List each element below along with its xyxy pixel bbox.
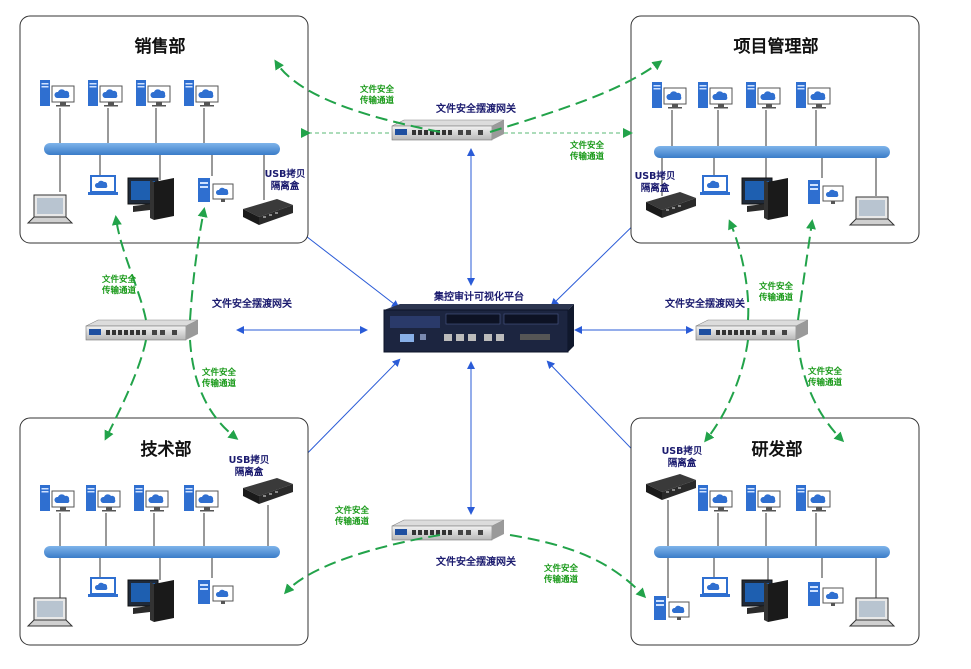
flow-label-line2: 传输通道 (807, 377, 843, 388)
svg-text:文件安全: 文件安全 (759, 281, 794, 292)
cloud-laptop-icon (87, 175, 119, 196)
usb-label-line1: USB拷贝 (265, 168, 306, 180)
svg-text:USB拷贝: USB拷贝 (635, 170, 676, 182)
cloud-laptop-icon (699, 175, 731, 196)
center-platform: 集控审计可视化平台 (383, 290, 574, 353)
flow-label-line1: 文件安全 (759, 281, 794, 292)
flow-label-line1: 文件安全 (102, 274, 137, 285)
network-bus (44, 546, 280, 558)
flow-right-up2 (797, 219, 816, 321)
usb-label-line2: 隔离盒 (235, 466, 264, 478)
gateway-bottom-label: 文件安全摆渡网关 (436, 555, 516, 568)
laptop-icon (27, 597, 73, 627)
laptop-icon (849, 196, 895, 226)
flow-label-line2: 传输通道 (569, 151, 605, 162)
gateway-left: 文件安全摆渡网关 (85, 297, 292, 341)
svg-text:文件安全: 文件安全 (335, 505, 370, 516)
svg-text:文件安全: 文件安全 (360, 84, 395, 95)
svg-text:传输通道: 传输通道 (543, 574, 579, 585)
gateway-bottom: 文件安全摆渡网关 (391, 519, 516, 568)
department-rnd: 研发部 USB拷贝 隔离盒 (630, 417, 920, 646)
usb-label-line2: 隔离盒 (668, 457, 697, 469)
flow-left-down1 (104, 339, 147, 441)
flow-label-line2: 传输通道 (101, 285, 137, 296)
network-bus (44, 143, 280, 155)
usb-label-line2: 隔离盒 (641, 182, 670, 194)
svg-text:文件安全: 文件安全 (808, 366, 843, 377)
svg-text:隔离盒: 隔离盒 (668, 457, 697, 469)
network-bus (654, 546, 890, 558)
flow-right-down2 (797, 339, 845, 443)
dept-title-rnd: 研发部 (752, 439, 803, 460)
flow-label-line1: 文件安全 (570, 140, 605, 151)
svg-text:隔离盒: 隔离盒 (271, 180, 300, 192)
svg-text:隔离盒: 隔离盒 (235, 466, 264, 478)
usb-label-line1: USB拷贝 (662, 445, 703, 457)
svg-text:USB拷贝: USB拷贝 (265, 168, 306, 180)
gateway-right-label: 文件安全摆渡网关 (665, 297, 745, 310)
svg-text:传输通道: 传输通道 (101, 285, 137, 296)
network-bus (654, 146, 890, 158)
laptop-icon (27, 194, 73, 224)
flow-labels: 文件安全 传输通道 文件安全 传输通道 文件安全 传输通道 文件安全 传输通道 … (101, 84, 843, 585)
department-tech: 技术部 USB拷贝 隔离盒 (19, 417, 309, 646)
flow-right-down1 (704, 339, 749, 443)
flow-label-line1: 文件安全 (202, 367, 237, 378)
flow-label-line1: 文件安全 (335, 505, 370, 516)
flow-label-line2: 传输通道 (758, 292, 794, 303)
svg-text:传输通道: 传输通道 (359, 95, 395, 106)
gateway-left-label: 文件安全摆渡网关 (212, 297, 292, 310)
flow-label-line1: 文件安全 (544, 563, 579, 574)
cloud-laptop-icon (87, 577, 119, 598)
cloud-laptop-icon (699, 577, 731, 598)
flow-label-line2: 传输通道 (334, 516, 370, 527)
gateway-right: 文件安全摆渡网关 (665, 297, 809, 341)
svg-text:传输通道: 传输通道 (807, 377, 843, 388)
svg-text:USB拷贝: USB拷贝 (662, 445, 703, 457)
flow-bottom-right (509, 534, 647, 599)
gateway-top: 文件安全摆渡网关 (391, 102, 516, 141)
department-project: 项目管理部 USB拷贝 隔离盒 (630, 15, 920, 244)
dept-title-project: 项目管理部 (734, 36, 819, 57)
svg-text:传输通道: 传输通道 (758, 292, 794, 303)
flow-label-line2: 传输通道 (543, 574, 579, 585)
svg-text:文件安全: 文件安全 (202, 367, 237, 378)
center-platform-label: 集控审计可视化平台 (433, 290, 524, 303)
flow-left-up2 (189, 207, 208, 321)
flow-label-line1: 文件安全 (360, 84, 395, 95)
flow-label-line2: 传输通道 (359, 95, 395, 106)
flow-top-right (489, 60, 663, 133)
usb-label-line2: 隔离盒 (271, 180, 300, 192)
svg-text:传输通道: 传输通道 (201, 378, 237, 389)
dept-title-tech: 技术部 (141, 439, 192, 460)
dept-title-sales: 销售部 (135, 36, 186, 57)
flow-left-up1 (111, 215, 147, 321)
gateway-top-label: 文件安全摆渡网关 (436, 102, 516, 115)
svg-text:传输通道: 传输通道 (569, 151, 605, 162)
svg-text:文件安全: 文件安全 (102, 274, 137, 285)
svg-text:文件安全: 文件安全 (544, 563, 579, 574)
svg-text:文件安全: 文件安全 (570, 140, 605, 151)
flow-label-line1: 文件安全 (808, 366, 843, 377)
flow-left-down2 (189, 339, 239, 440)
svg-text:USB拷贝: USB拷贝 (229, 454, 270, 466)
laptop-icon (849, 597, 895, 627)
green-flows (104, 59, 845, 599)
svg-text:隔离盒: 隔离盒 (641, 182, 670, 194)
usb-label-line1: USB拷贝 (635, 170, 676, 182)
svg-text:传输通道: 传输通道 (334, 516, 370, 527)
usb-label-line1: USB拷贝 (229, 454, 270, 466)
flow-right-up1 (728, 219, 750, 321)
flow-label-line2: 传输通道 (201, 378, 237, 389)
flow-top-left (274, 59, 441, 133)
department-sales: 销售部 USB拷贝 隔离盒 (19, 15, 309, 244)
flow-bottom-left (284, 534, 441, 595)
